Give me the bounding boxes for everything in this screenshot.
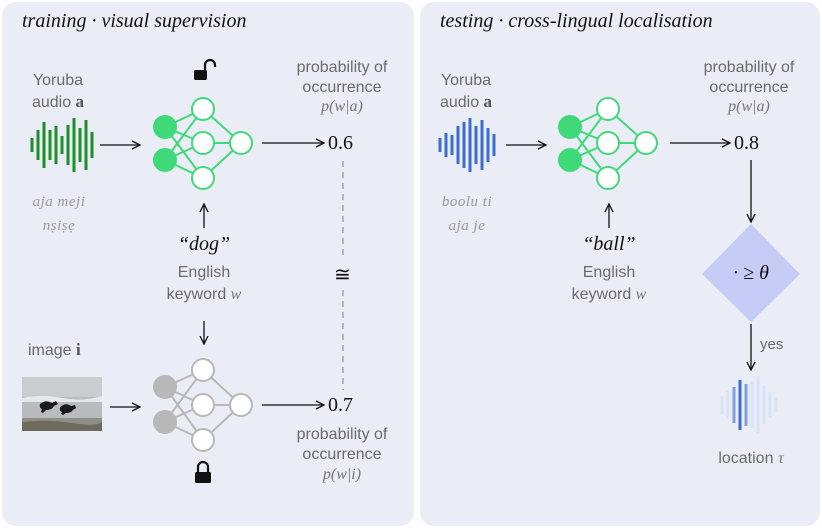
transcript: aja meji nṣiṣẹ xyxy=(32,194,86,234)
prob-top-label: probability of occurrence xyxy=(296,59,388,96)
prob-bottom-label: probability of occurrence xyxy=(296,426,388,463)
prob-value: 0.8 xyxy=(734,132,759,154)
audio-waveform-icon xyxy=(438,118,496,172)
location-label: location τ xyxy=(718,450,784,467)
prob-top-value: 0.6 xyxy=(328,132,353,154)
image-label: image i xyxy=(28,340,81,359)
unlocked-lock-icon xyxy=(194,58,217,80)
dog-photo-image xyxy=(22,377,102,431)
audio-network-icon xyxy=(153,97,253,190)
image-network-icon xyxy=(153,358,253,452)
threshold-diamond xyxy=(702,224,800,322)
location-waveform-icon xyxy=(720,376,778,434)
testing-title: testing · cross-lingual localisation xyxy=(440,10,713,32)
prob-bottom-value: 0.7 xyxy=(328,394,353,416)
lock-icon xyxy=(195,460,211,483)
audio-label: Yoruba audio a xyxy=(31,72,85,111)
training-title: training · visual supervision xyxy=(22,10,247,32)
transcript: boolu ti aja je xyxy=(441,194,493,234)
keyword-ball: “ball” xyxy=(582,233,636,255)
audio-label: Yoruba audio a xyxy=(439,72,493,111)
keyword-dog: “dog” xyxy=(177,233,231,255)
prob-expr: p(w|a) xyxy=(728,98,770,115)
prob-label: probability of occurrence xyxy=(703,59,795,96)
threshold-label: · ≥ θ xyxy=(733,262,769,284)
keyword-label: English keyword w xyxy=(166,264,242,303)
keyword-label: English keyword w xyxy=(571,264,647,303)
audio-waveform-icon xyxy=(30,118,94,172)
approx-symbol: ≅ xyxy=(334,264,351,286)
prob-bottom-expr: p(w|i) xyxy=(322,466,362,483)
prob-top-expr: p(w|a) xyxy=(321,98,363,115)
yes-label: yes xyxy=(760,336,784,353)
audio-network-icon xyxy=(558,97,658,190)
